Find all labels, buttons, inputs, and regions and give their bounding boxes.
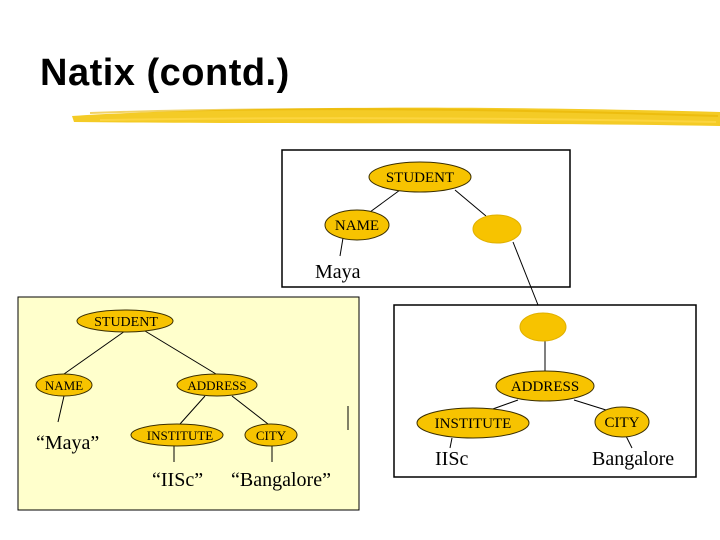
full-tree-address-label: ADDRESS bbox=[187, 378, 246, 393]
bottom-record-city-label: CITY bbox=[605, 415, 640, 431]
title-underline bbox=[72, 107, 720, 126]
bottom-record-edges bbox=[449, 341, 633, 449]
top-record-student-label: STUDENT bbox=[386, 170, 454, 186]
full-tree-name-value: “Maya” bbox=[36, 432, 99, 454]
full-tree-institute-label: INSTITUTE bbox=[147, 428, 213, 443]
bottom-record-address-label: ADDRESS bbox=[511, 379, 579, 395]
bottom-record-institute-value: IISc bbox=[435, 448, 468, 470]
top-record-name-node: NAME bbox=[324, 209, 390, 241]
top-record-name-label: NAME bbox=[335, 218, 379, 234]
full-tree-institute-value: “IISc” bbox=[152, 469, 203, 491]
top-record-name-value: Maya bbox=[315, 261, 361, 283]
bottom-record-institute-label: INSTITUTE bbox=[435, 416, 512, 432]
full-tree-city-node: CITY bbox=[244, 423, 298, 447]
full-tree-panel bbox=[17, 296, 360, 511]
slide-title: Natix (contd.) bbox=[40, 52, 290, 94]
top-record-student-node: STUDENT bbox=[368, 161, 472, 193]
full-tree-edges bbox=[57, 330, 349, 462]
full-tree-name-label: NAME bbox=[45, 378, 83, 393]
full-tree-student-node: STUDENT bbox=[76, 309, 174, 333]
full-tree-city-label: CITY bbox=[256, 428, 287, 443]
full-tree-student-label: STUDENT bbox=[94, 315, 158, 330]
full-tree-city-value: “Bangalore” bbox=[231, 469, 331, 491]
bottom-record-institute-node: INSTITUTE bbox=[416, 407, 530, 439]
bottom-record-address-node: ADDRESS bbox=[495, 370, 595, 402]
full-tree-address-node: ADDRESS bbox=[176, 373, 258, 397]
bottom-record-city-value: Bangalore bbox=[592, 448, 674, 470]
top-record-proxy-node bbox=[472, 214, 522, 244]
full-tree-name-node: NAME bbox=[35, 373, 93, 397]
bottom-record-proxy-node bbox=[519, 312, 567, 342]
top-record-edges bbox=[339, 189, 541, 311]
bottom-record-city-node: CITY bbox=[594, 406, 650, 438]
full-tree-institute-node: INSTITUTE bbox=[130, 423, 224, 447]
